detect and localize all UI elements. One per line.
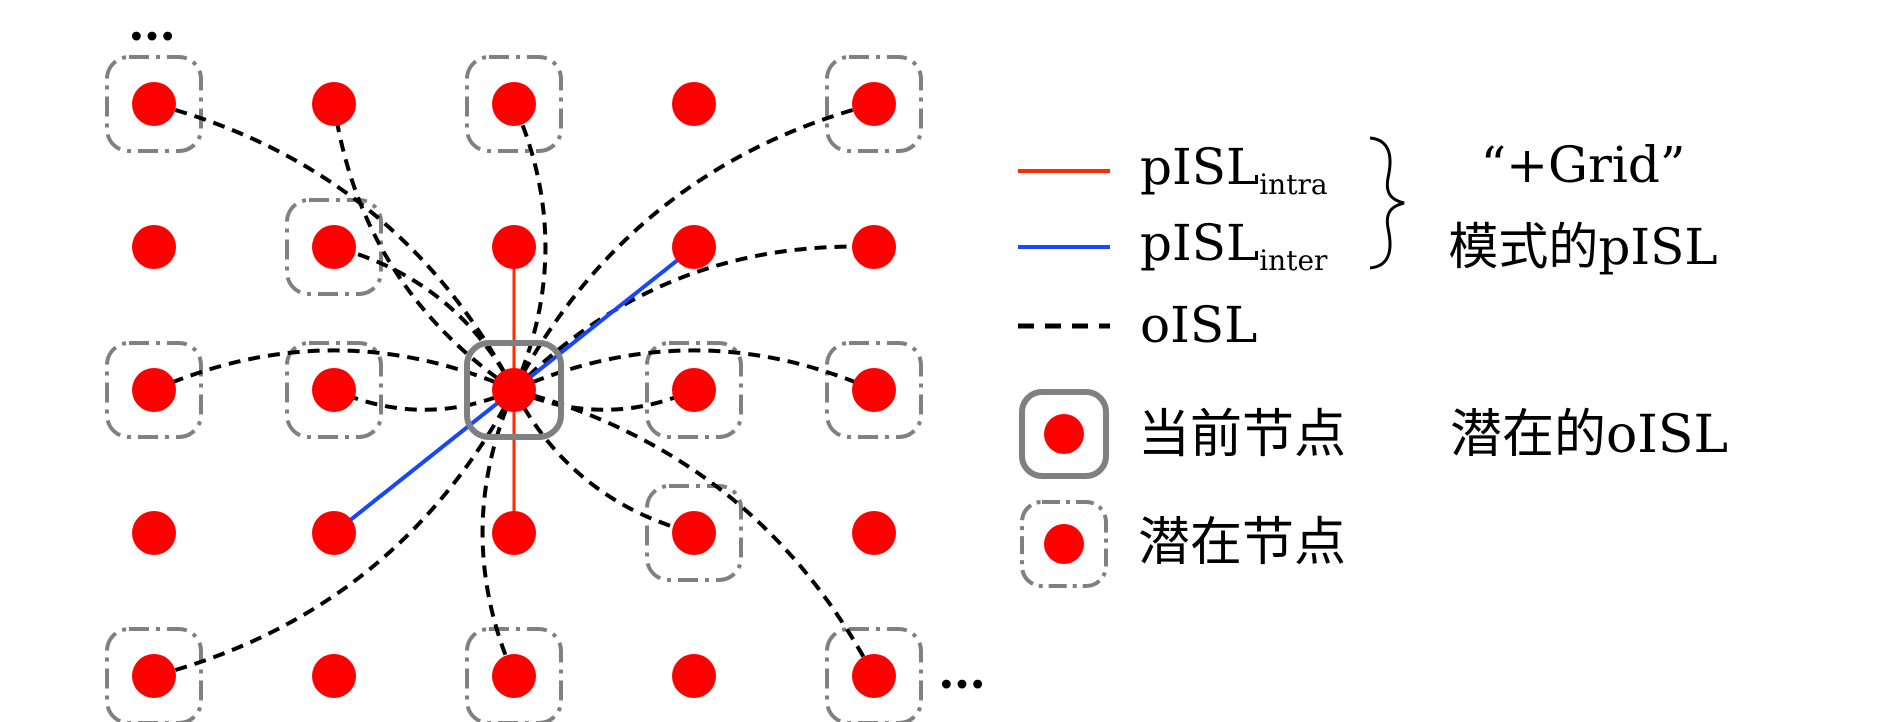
- legend-potential-node-label: 潜在节点: [1138, 513, 1346, 573]
- legend-inter-label: pISLinter: [1140, 214, 1328, 277]
- satellite-node: [132, 82, 176, 126]
- satellite-node: [492, 225, 536, 269]
- potential-node-box: [285, 198, 383, 296]
- potential-node-box: [285, 341, 383, 439]
- potential-node-boxes: [105, 55, 923, 722]
- satellite-node: [672, 368, 716, 412]
- legend-current-node-dot: [1044, 414, 1084, 454]
- oisl-link: [333, 245, 516, 391]
- satellite-node: [852, 225, 896, 269]
- legend-intra-label: pISLintra: [1140, 138, 1328, 201]
- potential-node-box: [105, 627, 203, 722]
- satellite-node: [672, 225, 716, 269]
- satellite-node: [672, 82, 716, 126]
- satellite-node: [132, 511, 176, 555]
- oisl-link: [512, 244, 875, 392]
- oisl-link: [513, 388, 876, 677]
- legend-potential-oisl-label: 潜在的oISL: [1450, 405, 1728, 465]
- ellipsis-top: …: [128, 0, 176, 52]
- satellite-node: [672, 511, 716, 555]
- oisl-link: [480, 389, 516, 677]
- satellite-node: [492, 511, 536, 555]
- satellite-node: [312, 511, 356, 555]
- satellite-node: [672, 654, 716, 698]
- legend-grid-line1: “+Grid”: [1481, 136, 1686, 194]
- satellite-node: [852, 654, 896, 698]
- legend-current-node-label: 当前节点: [1138, 405, 1346, 465]
- satellite-node: [852, 368, 896, 412]
- satellite-node: [312, 368, 356, 412]
- potential-node-box: [105, 55, 203, 153]
- satellite-node: [132, 225, 176, 269]
- potential-node-box: [825, 627, 923, 722]
- current-node: [492, 368, 536, 412]
- satellite-node: [492, 654, 536, 698]
- oisl-link: [512, 389, 695, 535]
- satellite-node: [852, 82, 896, 126]
- satellite-node: [312, 654, 356, 698]
- satellite-node: [312, 225, 356, 269]
- legend-brace: [1369, 136, 1405, 270]
- oisl-link: [333, 388, 515, 412]
- legend-grid-line2: 模式的pISL: [1448, 218, 1717, 276]
- legend-potential-node-dot: [1044, 524, 1084, 564]
- oisl-link: [513, 388, 695, 412]
- potential-node-box: [645, 341, 743, 439]
- current-node-box-rect: [464, 340, 564, 440]
- oisl-link: [153, 389, 516, 678]
- ellipsis-right: …: [938, 644, 986, 700]
- satellite-node: [852, 511, 896, 555]
- satellite-node: [492, 82, 536, 126]
- current-node-box: [464, 340, 564, 440]
- legend: pISLintra pISLinter “+Grid” 模式的pISL oISL…: [1018, 136, 1728, 588]
- potential-node-box: [645, 484, 743, 582]
- satellite-node: [132, 654, 176, 698]
- oisl-link: [332, 103, 516, 392]
- oisl-link: [153, 102, 516, 391]
- potential-node-box: [825, 55, 923, 153]
- potential-node-box: [465, 55, 563, 153]
- oisl-link: [512, 103, 548, 391]
- potential-node-box: [825, 341, 923, 439]
- oisl-link: [512, 102, 875, 391]
- satellite-nodes: [132, 82, 896, 698]
- potential-node-box: [465, 627, 563, 722]
- potential-node-box: [105, 341, 203, 439]
- satellite-node: [132, 368, 176, 412]
- legend-oisl-label: oISL: [1140, 296, 1257, 354]
- satellite-node: [312, 82, 356, 126]
